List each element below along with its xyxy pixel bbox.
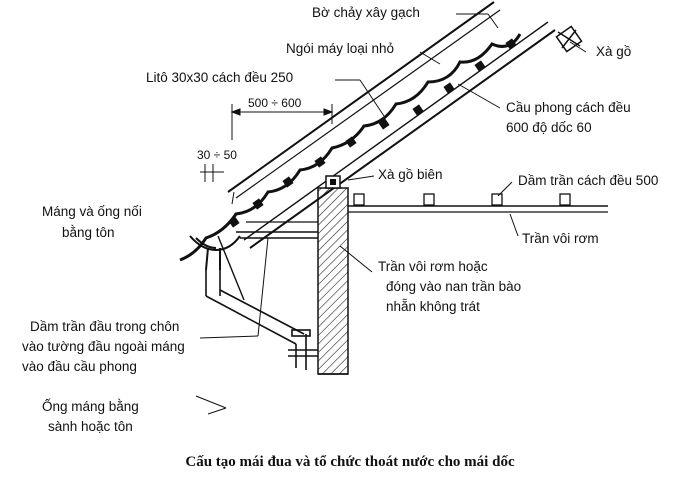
eave-ceiling (236, 221, 318, 239)
label-end-joist-3: vào đầu cầu phong (22, 359, 137, 374)
label-ceiling-alt-2: đóng vào nan trần bào (386, 279, 522, 294)
leader-lines (195, 13, 587, 415)
dim-30-50 (200, 164, 224, 182)
label-dim-500-600: 500 ÷ 600 (248, 96, 302, 110)
rafter (243, 21, 556, 249)
purlin-top (555, 25, 583, 53)
label-gutter-1: Máng và ống nối (42, 204, 142, 219)
dim-500-600 (230, 104, 334, 140)
label-rafter-1: Cầu phong cách đều (506, 100, 631, 115)
label-tiles: Ngói máy loại nhỏ (286, 41, 395, 56)
label-ceiling-alt-3: nhẵn không trát (386, 299, 480, 314)
label-dim-30-50: 30 ÷ 50 (197, 148, 237, 162)
label-ridge: Bờ chảy xây gạch (312, 5, 420, 20)
label-ceiling: Trần vôi rơm (522, 231, 599, 246)
gutter (189, 235, 241, 271)
label-ceiling-joists: Dầm trần cách đều 500 (518, 173, 659, 188)
label-edge-purlin: Xà gồ biên (378, 167, 443, 182)
label-downpipe-1: Ống máng bằng (42, 399, 139, 414)
battens (228, 38, 517, 228)
label-ceiling-alt-1: Trần vôi rơm hoặc (378, 259, 488, 274)
label-rafter-2: 600 độ dốc 60 (506, 120, 592, 135)
downpipe (205, 270, 318, 370)
label-end-joist-1: Dầm trần đầu trong chôn (30, 319, 180, 334)
ridge-edge-lines (227, 1, 501, 199)
label-end-joist-2: vào tường đầu ngoài máng (22, 339, 185, 354)
ceiling-joists (353, 193, 571, 206)
label-downpipe-2: sành hoặc tôn (48, 419, 133, 434)
label-battens: Litô 30x30 cách đều 250 (146, 70, 294, 85)
figure-caption: Cấu tạo mái đua và tổ chức thoát nước ch… (185, 454, 515, 470)
label-purlin: Xà gồ (596, 44, 632, 59)
ceiling-right (348, 205, 608, 213)
bracket-strut (217, 235, 245, 301)
label-gutter-2: bằng tôn (62, 225, 115, 240)
wall (317, 187, 349, 375)
